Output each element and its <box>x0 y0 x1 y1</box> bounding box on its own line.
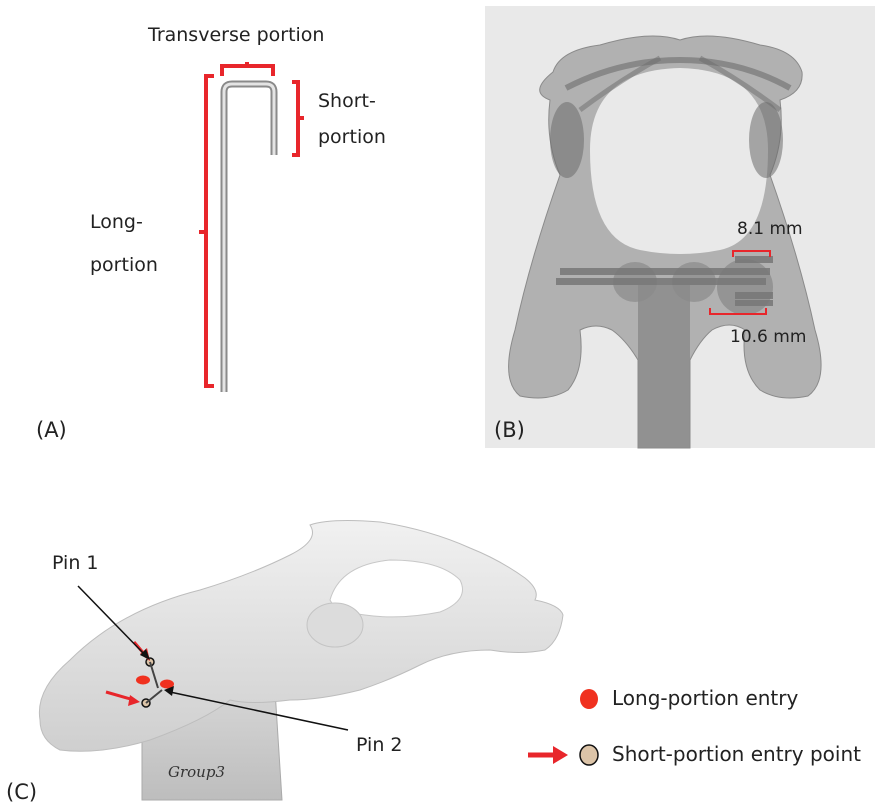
specimen-handwriting: Group3 <box>168 763 225 781</box>
bone-specimen <box>39 521 563 752</box>
legend-long-entry-label: Long-portion entry <box>612 686 798 710</box>
panel-c-letter: (C) <box>6 780 37 804</box>
legend-short-entry-icon <box>580 745 598 765</box>
pin2-label: Pin 2 <box>356 734 403 756</box>
long-entry-marker-1 <box>136 676 150 685</box>
pin1-label: Pin 1 <box>52 552 99 574</box>
legend-long-entry-icon <box>580 689 598 709</box>
legend-red-arrow-icon <box>528 746 568 764</box>
legend-short-entry-label: Short-portion entry point <box>612 742 861 766</box>
